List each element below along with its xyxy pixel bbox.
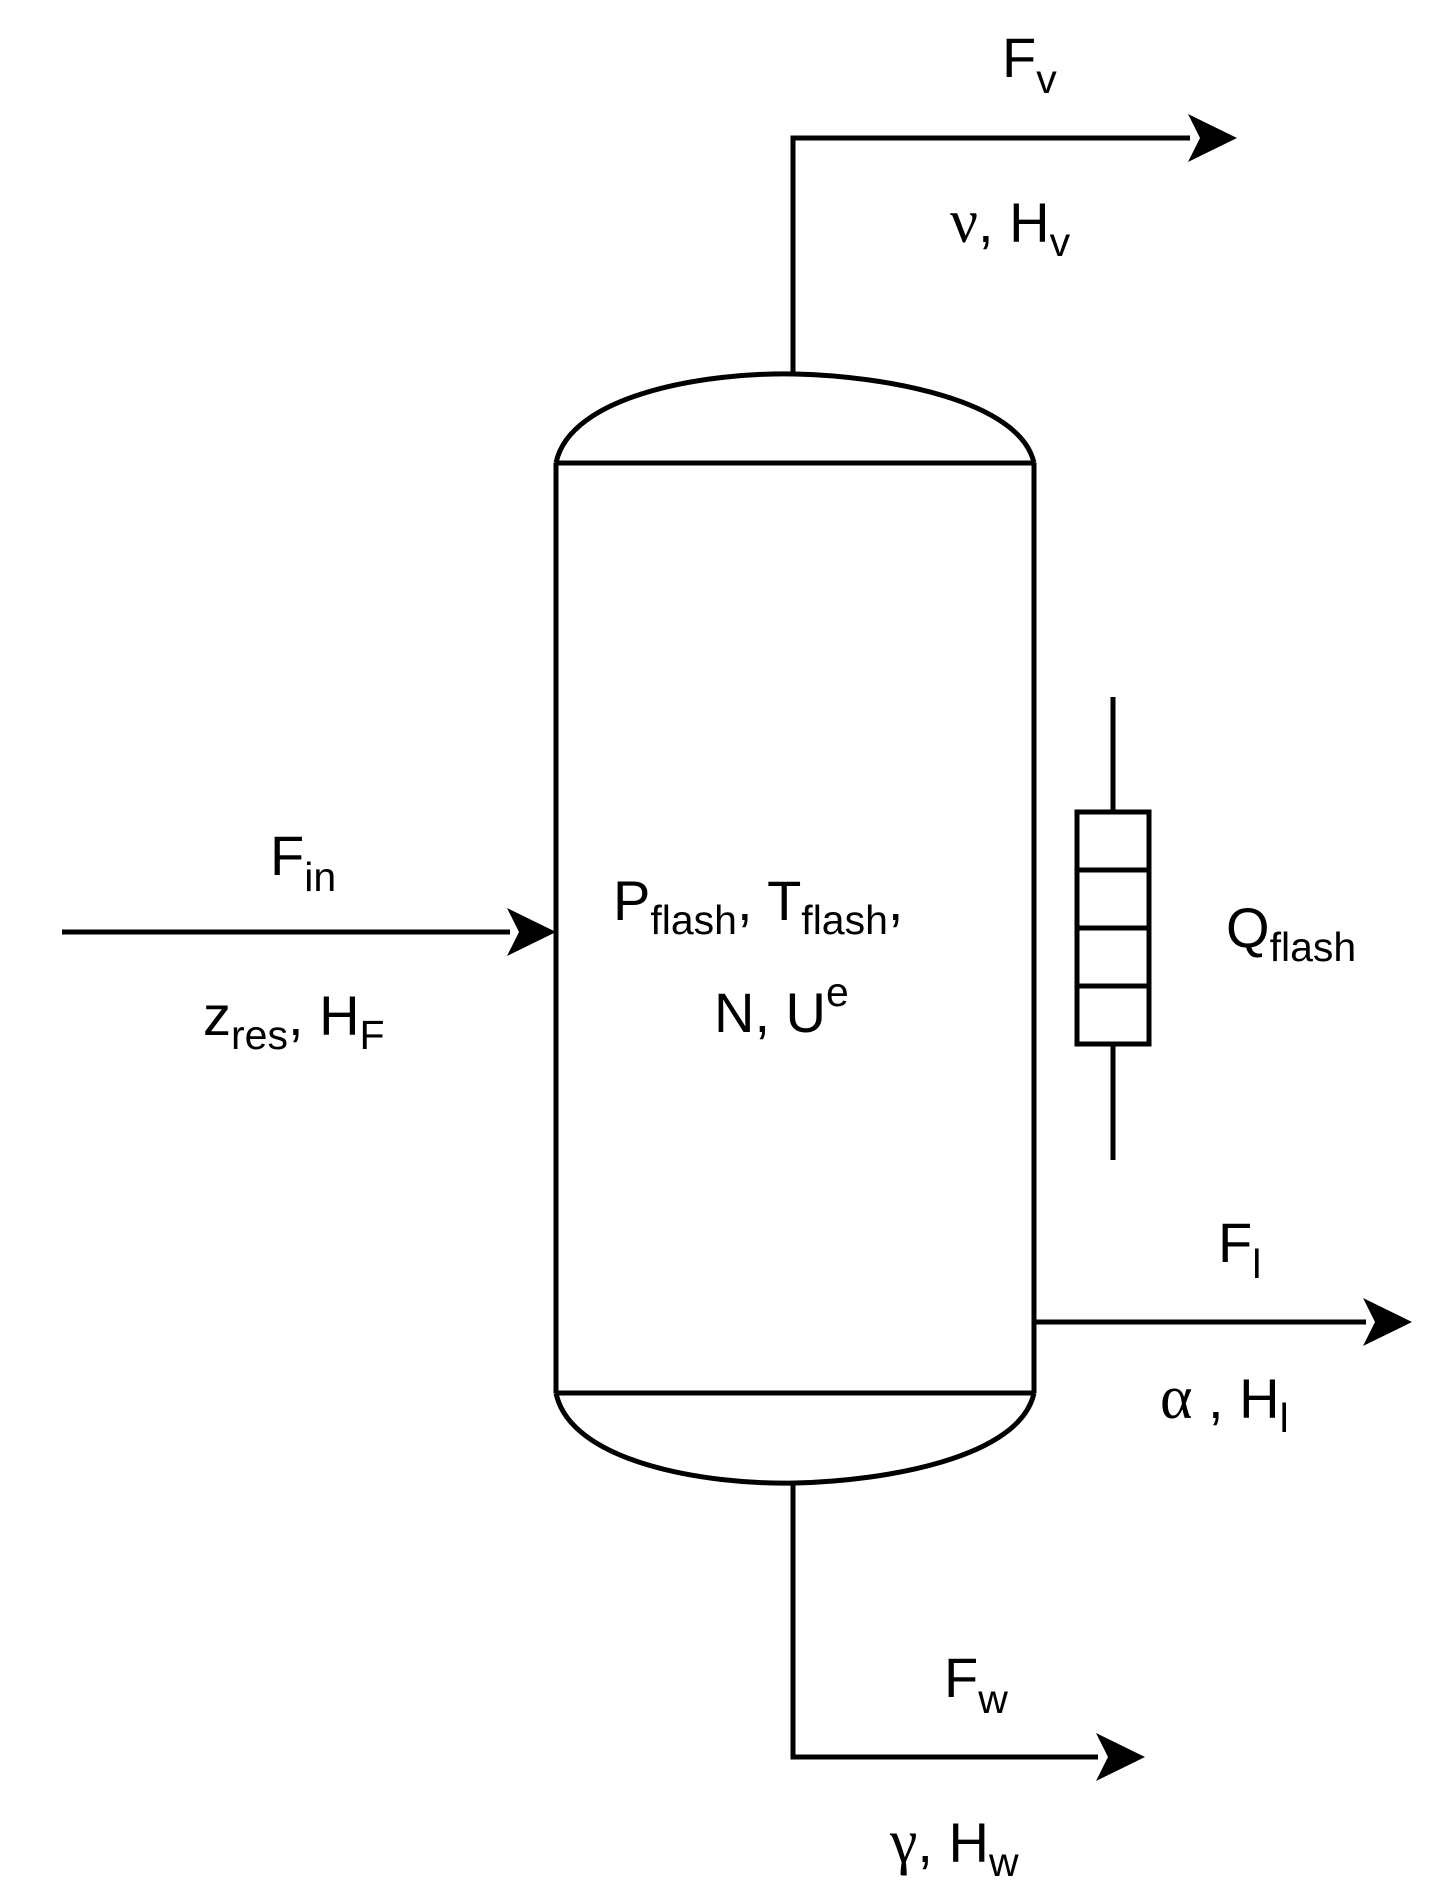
water-outlet-line [790,1483,1098,1760]
water-outlet-arrowhead [1096,1733,1145,1781]
water-outlet-stream [790,1483,1145,1781]
feed-flow-label: Fin [270,824,336,900]
vapor-outlet-stream [790,114,1237,374]
feed-inlet-arrowhead [507,908,556,956]
vapor-outlet-arrowhead [1188,114,1237,162]
liquid-outlet-arrowhead [1363,1298,1412,1346]
vessel-top-head [553,371,1037,464]
vapor-props-label: ν, Hv [950,188,1071,265]
feed-inlet-stream [62,908,556,956]
vapor-outlet-line [790,135,1190,374]
vessel-bottom-head [553,1392,1037,1486]
heat-duty-label: Qflash [1226,896,1356,970]
vessel-state-line2: N, Ue [714,969,849,1044]
liquid-outlet-stream [1034,1298,1412,1346]
liquid-flow-label: Fl [1218,1211,1261,1287]
vessel-state-line1: Pflash, Tflash, [613,869,903,943]
water-flow-label: Fw [944,1646,1008,1722]
vapor-flow-label: Fv [1002,26,1057,102]
water-props-label: γ, Hw [889,1808,1019,1885]
liquid-props-label: α , Hl [1160,1364,1289,1441]
feed-props-label: zres, HF [203,984,385,1058]
heater-icon [1074,697,1152,1160]
